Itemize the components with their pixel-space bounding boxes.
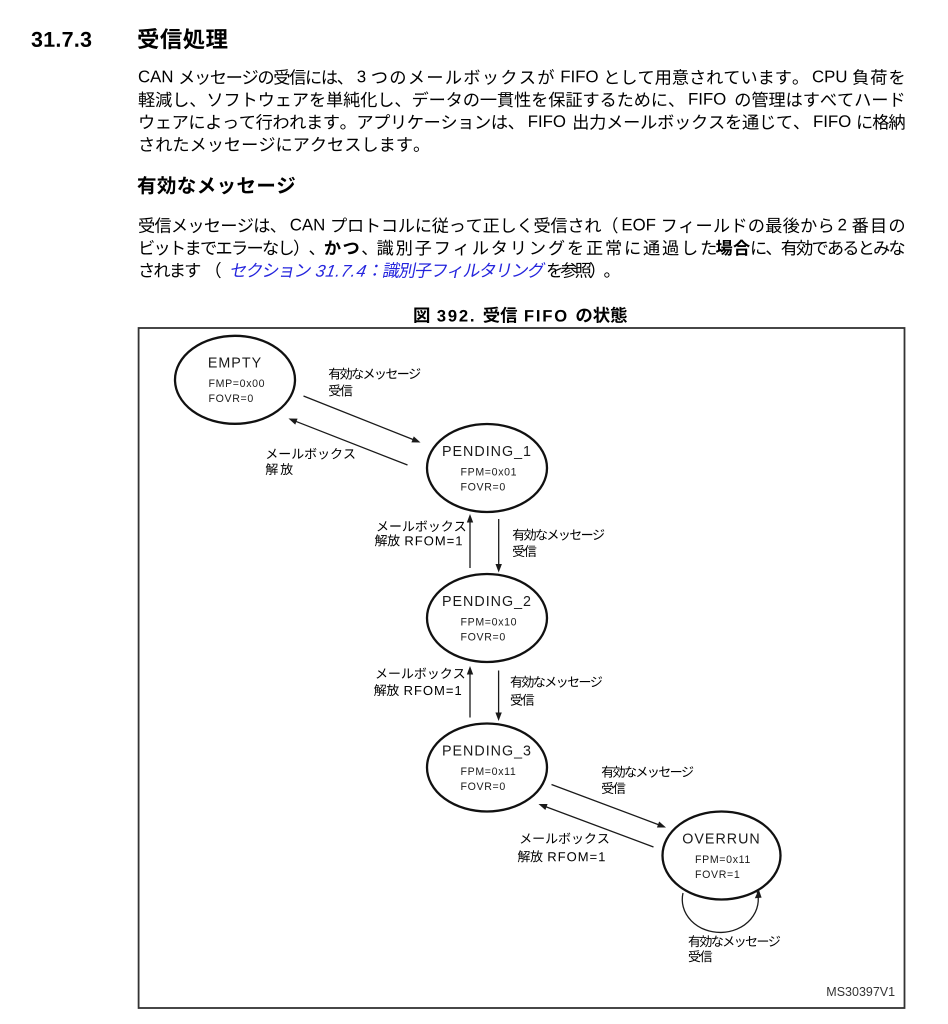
svg-text:FPM=0x11: FPM=0x11 — [695, 854, 751, 866]
svg-text:FPM=0x11: FPM=0x11 — [461, 766, 517, 778]
svg-text:EMPTY: EMPTY — [208, 356, 262, 372]
svg-text:FOVR=0: FOVR=0 — [461, 631, 506, 643]
svg-text:PENDING_3: PENDING_3 — [442, 743, 532, 759]
svg-text:MS30397V1: MS30397V1 — [826, 985, 895, 999]
svg-text:PENDING_1: PENDING_1 — [442, 444, 532, 460]
svg-text:FOVR=0: FOVR=0 — [461, 481, 506, 493]
svg-text:FOVR=0: FOVR=0 — [461, 781, 506, 793]
svg-text:FOVR=0: FOVR=0 — [209, 393, 254, 405]
svg-text:PENDING_2: PENDING_2 — [442, 594, 532, 610]
svg-text:FPM=0x01: FPM=0x01 — [461, 466, 518, 478]
svg-text:FOVR=1: FOVR=1 — [695, 869, 740, 881]
svg-text:FMP=0x00: FMP=0x00 — [209, 378, 266, 390]
svg-text:OVERRUN: OVERRUN — [682, 831, 761, 847]
svg-text:FPM=0x10: FPM=0x10 — [461, 616, 518, 628]
